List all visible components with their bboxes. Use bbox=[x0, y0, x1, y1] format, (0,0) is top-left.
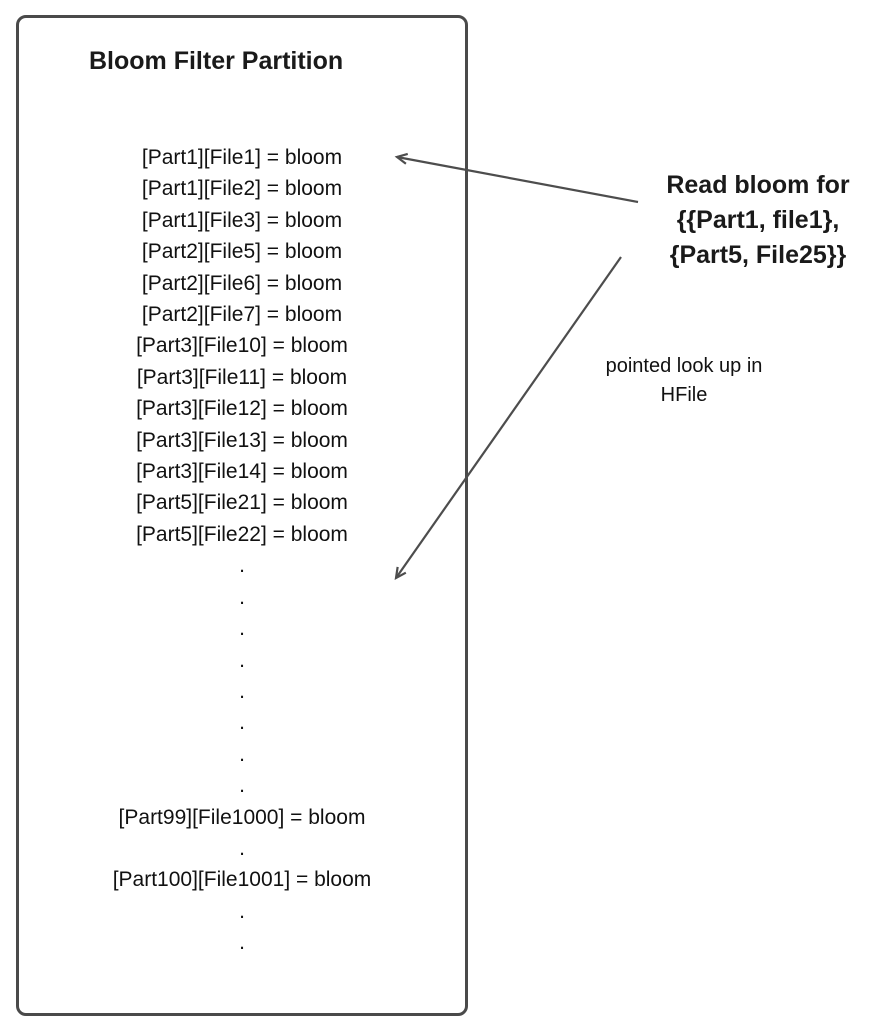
bloom-entry: . bbox=[239, 648, 245, 672]
read-bloom-line: Read bloom for bbox=[666, 171, 850, 199]
bloom-entry: [Part1][File3] = bloom bbox=[141, 208, 343, 232]
bloom-entry: [Part100][File1001] = bloom bbox=[112, 868, 372, 892]
pointed-lookup-annotation: pointed look up in HFile bbox=[574, 352, 794, 410]
bloom-entry: . bbox=[239, 931, 245, 955]
bloom-entry: . bbox=[239, 899, 245, 923]
bloom-entry: [Part2][File5] = bloom bbox=[141, 240, 343, 264]
bloom-entry: [Part2][File6] = bloom bbox=[141, 271, 343, 295]
bloom-entry: . bbox=[239, 836, 245, 860]
bloom-entry: [Part99][File1000] = bloom bbox=[118, 805, 366, 829]
bloom-entry: . bbox=[239, 774, 245, 798]
bloom-entry: [Part1][File2] = bloom bbox=[141, 177, 343, 201]
bloom-entry: [Part1][File1] = bloom bbox=[141, 146, 343, 169]
read-bloom-annotation: Read bloom for {{Part1, file1}, {Part5, … bbox=[632, 168, 884, 273]
bloom-entry: [Part5][File21] = bloom bbox=[136, 491, 348, 515]
bloom-entry: [Part3][File13] = bloom bbox=[136, 428, 348, 452]
bloom-entry: [Part3][File14] = bloom bbox=[136, 460, 348, 484]
bloom-entry: . bbox=[239, 554, 245, 578]
bloom-entry: . bbox=[239, 742, 245, 766]
bloom-entry: [Part5][File22] = bloom bbox=[136, 522, 348, 546]
bloom-entry: . bbox=[239, 679, 245, 703]
bloom-entry: . bbox=[239, 617, 245, 641]
bloom-entry: . bbox=[239, 585, 245, 609]
bloom-entry: [Part3][File10] = bloom bbox=[136, 334, 348, 358]
read-bloom-line: {Part5, File25}} bbox=[669, 241, 847, 269]
pointed-lookup-line: pointed look up in bbox=[605, 355, 763, 377]
bloom-entries-list: [Part1][File1] = bloom [Part1][File2] = b… bbox=[19, 142, 465, 959]
bloom-entry: . bbox=[239, 711, 245, 735]
bloom-filter-partition-box: Bloom Filter Partition [Part1][File1] = … bbox=[16, 15, 468, 1016]
bloom-entry: [Part3][File12] = bloom bbox=[136, 397, 348, 421]
bloom-entry: [Part2][File7] = bloom bbox=[141, 303, 343, 327]
box-title: Bloom Filter Partition bbox=[89, 47, 344, 75]
pointed-lookup-line: HFile bbox=[660, 384, 708, 406]
read-bloom-line: {{Part1, file1}, bbox=[676, 206, 840, 234]
bloom-entry: [Part3][File11] = bloom bbox=[136, 365, 348, 389]
